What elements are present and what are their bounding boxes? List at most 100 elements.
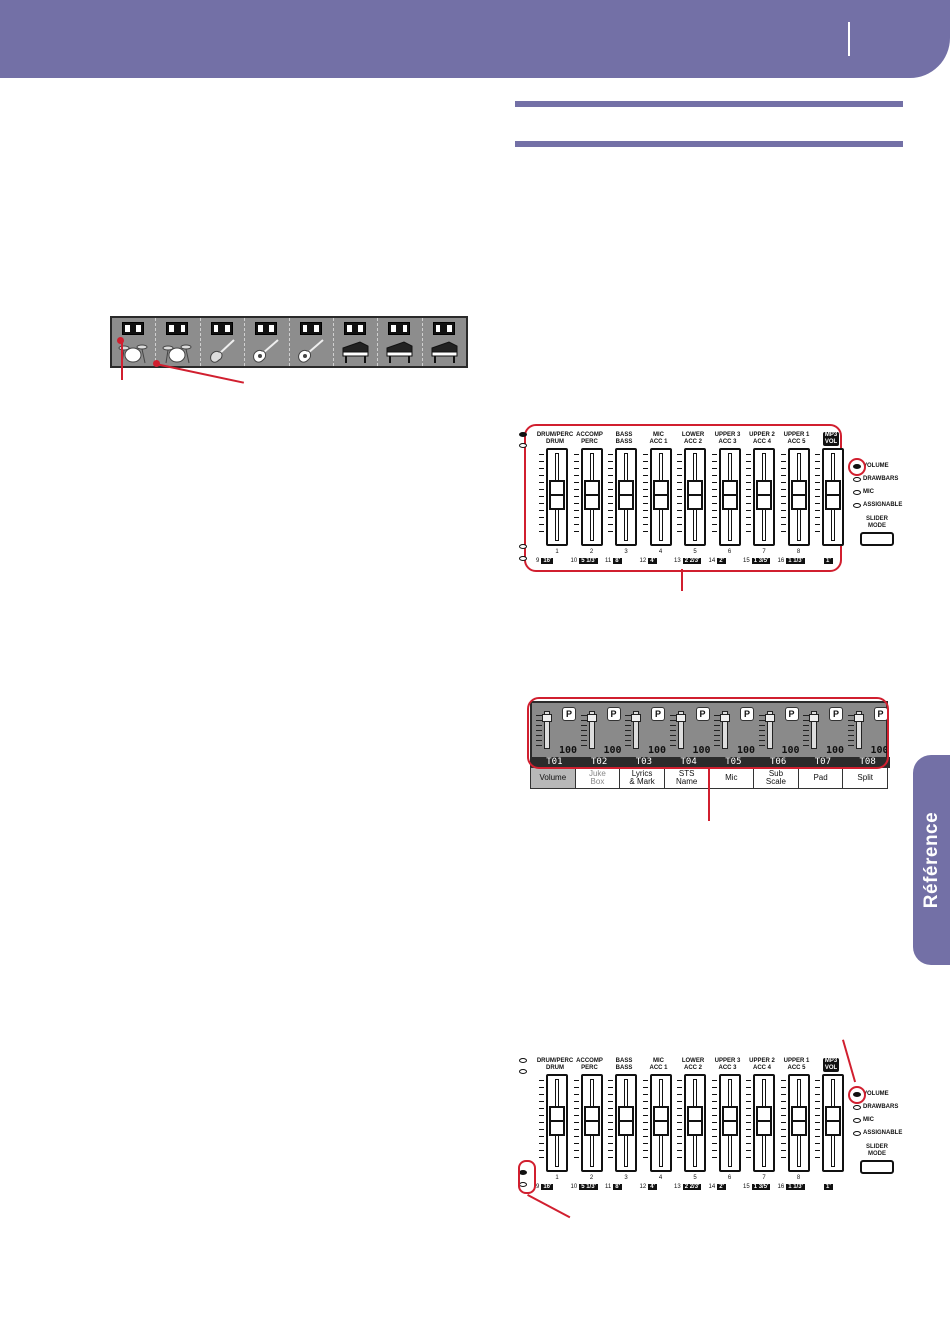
volume-slider[interactable]	[580, 448, 603, 546]
section-side-tab[interactable]: Référence	[913, 755, 950, 965]
play-status-button[interactable]: P	[651, 707, 665, 721]
tab-mic[interactable]: Mic	[709, 768, 755, 788]
tab-lyrics[interactable]: Lyrics& Mark	[620, 768, 665, 788]
track-cell[interactable]	[112, 318, 157, 366]
fader-knob[interactable]	[809, 714, 819, 722]
slider-mode-button[interactable]	[860, 1160, 894, 1174]
footage-value: 1'	[824, 1184, 833, 1190]
volume-slider[interactable]	[684, 448, 706, 546]
slider-mode-assignable: ASSIGNABLE	[863, 502, 903, 508]
footage-value: 2'	[717, 1184, 726, 1190]
footage-value: 4'	[648, 1184, 657, 1190]
channel-fader[interactable]	[542, 711, 552, 749]
volume-slider[interactable]	[822, 448, 844, 546]
channel-fader[interactable]	[631, 711, 641, 749]
slider-knob[interactable]	[652, 480, 669, 510]
slider-knob[interactable]	[790, 480, 807, 510]
slider-mode-button[interactable]	[860, 532, 894, 546]
channel-fader[interactable]	[809, 711, 819, 749]
play-status-button[interactable]: P	[829, 707, 843, 721]
volume-slider[interactable]	[718, 1074, 741, 1172]
slider-knob[interactable]	[825, 480, 841, 510]
tab-label: Lyrics& Mark	[629, 770, 654, 786]
track-cell[interactable]	[245, 318, 290, 366]
volume-slider[interactable]	[615, 448, 637, 546]
tab-pad[interactable]: Pad	[798, 768, 844, 788]
play-status-button[interactable]: P	[562, 707, 576, 721]
fader-knob[interactable]	[542, 714, 552, 722]
play-status-button[interactable]: P	[740, 707, 754, 721]
fader-knob[interactable]	[853, 714, 864, 722]
slider-knob[interactable]	[756, 1106, 772, 1136]
tab-label-line1: Split	[857, 773, 873, 782]
play-status-button[interactable]: P	[606, 707, 621, 721]
volume-slider[interactable]	[753, 448, 775, 546]
slider-knob[interactable]	[721, 480, 738, 510]
volume-slider[interactable]	[753, 1074, 775, 1172]
volume-slider[interactable]	[546, 1074, 568, 1172]
slider-knob[interactable]	[583, 480, 600, 510]
fader-knob[interactable]	[675, 714, 686, 722]
channel-label-top: LOWER	[681, 432, 705, 438]
track-cell[interactable]	[423, 318, 466, 366]
slider-knob[interactable]	[652, 1106, 669, 1136]
volume-slider[interactable]	[718, 448, 741, 546]
track-cell[interactable]	[334, 318, 379, 366]
fader-knob[interactable]	[720, 714, 730, 722]
volume-slider[interactable]	[649, 1074, 672, 1172]
volume-slider[interactable]	[546, 448, 568, 546]
slider-knob[interactable]	[549, 1106, 565, 1136]
channel-fader[interactable]	[720, 711, 730, 749]
slider-knob[interactable]	[618, 1106, 634, 1136]
track-cell[interactable]	[201, 318, 246, 366]
slider-knob[interactable]	[825, 1106, 841, 1136]
volume-slider[interactable]	[787, 448, 810, 546]
channel-label-bottom: DRUM	[546, 439, 564, 445]
slider-knob[interactable]	[790, 1106, 807, 1136]
channel-fader[interactable]	[675, 711, 686, 749]
track-cell[interactable]	[378, 318, 423, 366]
slider-knob[interactable]	[583, 1106, 600, 1136]
channel-fader[interactable]	[764, 711, 775, 749]
volume-slider[interactable]	[684, 1074, 706, 1172]
play-status-button[interactable]: P	[784, 707, 799, 721]
slider-knob[interactable]	[756, 480, 772, 510]
channel-number: 4	[658, 549, 663, 555]
volume-slider[interactable]	[787, 1074, 810, 1172]
volume-slider[interactable]	[615, 1074, 637, 1172]
channel-label-top: UPPER 2	[749, 1058, 775, 1064]
volume-slider[interactable]	[580, 1074, 603, 1172]
footage-value: 5 1/3'	[579, 1184, 598, 1190]
tab-label-line2: Name	[676, 777, 698, 786]
slider-knob[interactable]	[687, 1106, 703, 1136]
track-cell[interactable]	[156, 318, 201, 366]
volume-slider[interactable]	[649, 448, 672, 546]
fader-knob[interactable]	[631, 714, 641, 722]
tab-split[interactable]: Split	[843, 768, 887, 788]
channel-fader[interactable]	[586, 711, 597, 749]
slider-knob[interactable]	[721, 1106, 738, 1136]
play-status-button[interactable]: P	[695, 707, 710, 721]
fader-knob[interactable]	[764, 714, 775, 722]
slider-knob[interactable]	[687, 480, 703, 510]
track-cell[interactable]	[290, 318, 334, 366]
channel-fader[interactable]	[853, 711, 864, 749]
volume-slider[interactable]	[822, 1074, 844, 1172]
channel-label-top: ACCOMP	[576, 432, 603, 438]
fader-knob[interactable]	[586, 714, 597, 722]
slider-knob[interactable]	[618, 480, 634, 510]
slider-knob[interactable]	[549, 480, 565, 510]
tab-volume[interactable]: Volume	[531, 768, 576, 788]
